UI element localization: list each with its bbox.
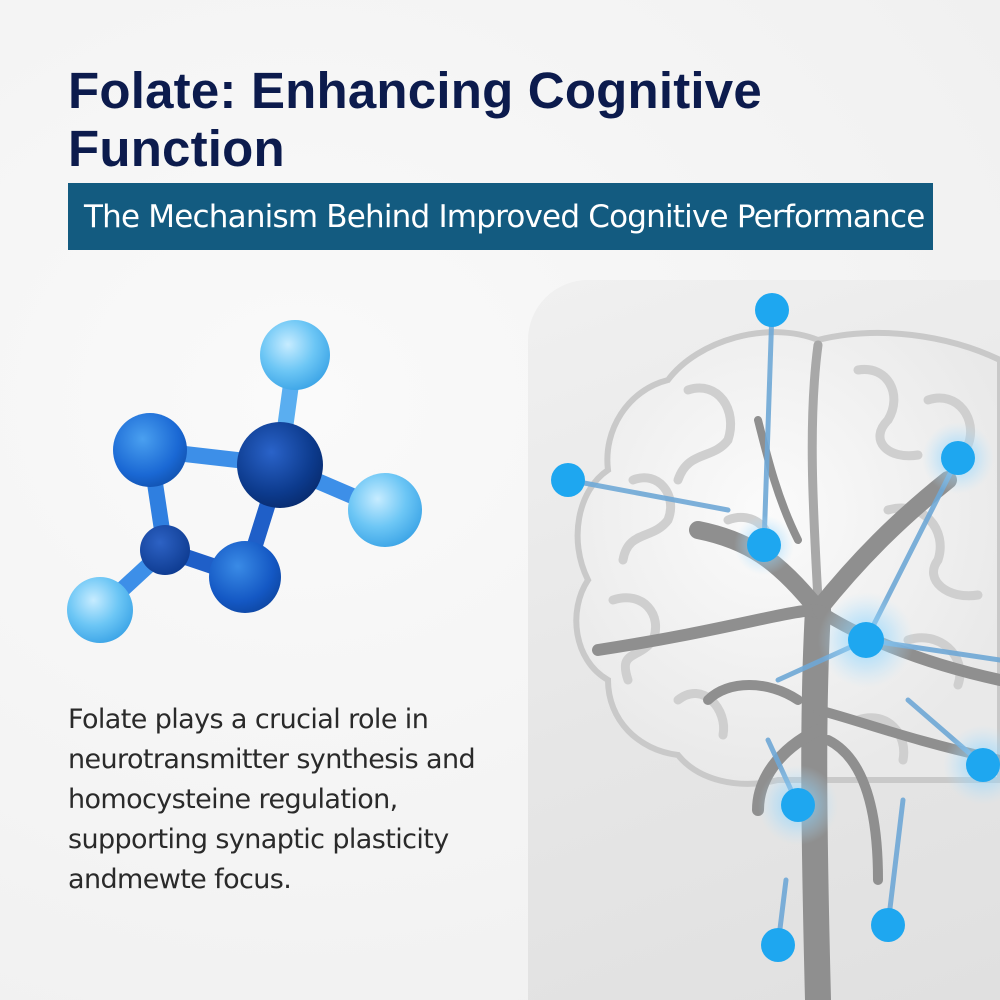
molecule-atom (237, 422, 323, 508)
neuron-node (941, 441, 975, 475)
neuron-node (747, 528, 781, 562)
subtitle-banner: The Mechanism Behind Improved Cognitive … (68, 183, 933, 250)
molecule-atom (209, 541, 281, 613)
neuron-node (848, 622, 884, 658)
brain-panel (528, 280, 1000, 1000)
molecule-atom (348, 473, 422, 547)
brain-icon (551, 293, 1000, 1000)
subtitle-text: The Mechanism Behind Improved Cognitive … (84, 198, 925, 235)
neuron-node (871, 908, 905, 942)
page-title: Folate: Enhancing Cognitive Function (68, 62, 762, 177)
neuron-node (551, 463, 585, 497)
molecule-icon (67, 320, 422, 643)
molecule-atom (113, 413, 187, 487)
molecule-atom (260, 320, 330, 390)
molecule-atom (67, 577, 133, 643)
neuron-node (966, 748, 1000, 782)
neuron-node (781, 788, 815, 822)
neuron-node (755, 293, 789, 327)
molecule-atom (140, 525, 190, 575)
body-paragraph: Folate plays a crucial role in neurotran… (68, 704, 476, 895)
neuron-node (761, 928, 795, 962)
